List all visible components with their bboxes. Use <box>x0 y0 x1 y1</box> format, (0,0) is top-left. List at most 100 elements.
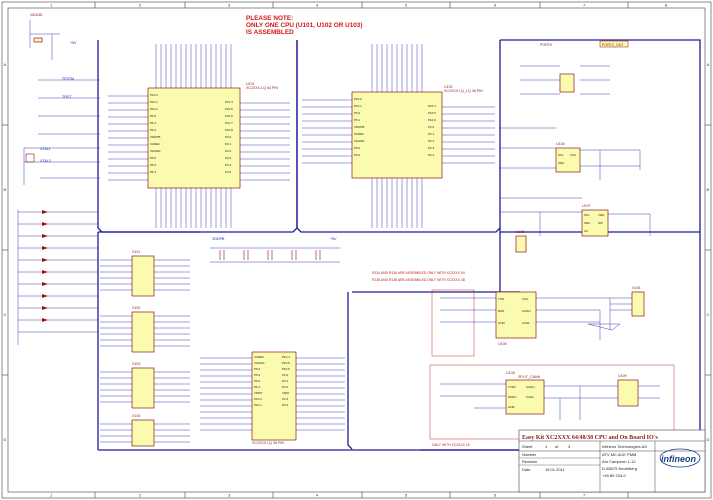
col-3: 3 <box>228 3 231 8</box>
u102-part: XC2XXX LQ_LQ 48 PIN <box>444 89 483 93</box>
u108-gnd: GND <box>508 405 516 409</box>
row-b-right: B <box>707 187 710 192</box>
xtal1-label: XTAL1 <box>40 147 51 151</box>
row-b: B <box>4 187 7 192</box>
company-name: Infineon Technologies AG <box>602 444 647 449</box>
svg-text:VAGND: VAGND <box>150 149 161 153</box>
col-2-bottom: 2 <box>139 493 142 498</box>
x102-ref: X102 <box>132 306 140 310</box>
svg-text:P10.5: P10.5 <box>225 107 233 111</box>
assembly-note-1: R134 AND R136 ARE ASSEMBLED ONLY WITH XC… <box>372 271 465 275</box>
svg-text:P6.0: P6.0 <box>150 114 157 118</box>
assembly-note-2: R135 AND R138 ARE ASSEMBLED ONLY WITH XC… <box>372 278 465 282</box>
trst-label: TRST <box>62 95 72 99</box>
p5v-label: +5V <box>70 41 77 45</box>
svg-text:P2.2: P2.2 <box>282 385 289 389</box>
x102-header: X102 <box>100 306 190 353</box>
revision-label: Revision <box>522 459 537 464</box>
svg-text:P10.0: P10.0 <box>354 97 362 101</box>
p5v-label-2: +5V <box>330 237 337 241</box>
svg-text:P6.2: P6.2 <box>150 128 157 132</box>
svg-text:P2.0: P2.0 <box>282 373 289 377</box>
svg-text:P2.3: P2.3 <box>428 146 435 150</box>
svg-text:P10.4: P10.4 <box>428 104 436 108</box>
u108-ref: U108 <box>506 371 515 375</box>
row-d-right: D <box>707 437 710 442</box>
x101-ref: X101 <box>132 250 140 254</box>
x104-header: X104 <box>100 414 190 447</box>
col-2: 2 <box>139 3 142 8</box>
svg-text:P2.4: P2.4 <box>282 403 289 407</box>
col-8: 8 <box>665 3 668 8</box>
u105-canl: CANL <box>522 321 530 325</box>
phone: +49 89 234-0 <box>602 473 626 478</box>
u108-rxdc: RXDC <box>508 395 517 399</box>
svg-text:P5.2: P5.2 <box>254 373 261 377</box>
u107-scl: SCL <box>584 213 590 217</box>
svg-text:P2.1: P2.1 <box>282 379 289 383</box>
u106-ref: U106 <box>556 142 565 146</box>
x103-ref: X103 <box>132 362 140 366</box>
u106-vcc: VCC <box>570 153 577 157</box>
svg-text:P2.0: P2.0 <box>225 135 232 139</box>
svg-text:P5.0: P5.0 <box>254 367 261 371</box>
row-d: D <box>4 437 7 442</box>
note-line-3: IS ASSEMBLED <box>246 29 294 36</box>
svg-text:P10.4: P10.4 <box>225 100 233 104</box>
u105-rxd: RXD <box>498 309 505 313</box>
svg-text:VDDPB: VDDPB <box>354 125 364 129</box>
vddpb-label: VDDPB <box>212 237 225 241</box>
right-upper-circuits: U106 SCL SDA VCC U107 SCL SDA A0 VDD WP <box>500 65 651 237</box>
svg-text:P6.1: P6.1 <box>150 121 157 125</box>
svg-text:P2.2: P2.2 <box>225 149 232 153</box>
u107-a0: A0 <box>584 229 588 233</box>
svg-text:P2.4: P2.4 <box>428 153 435 157</box>
port-out: PORT2_OUT PORT5 <box>540 40 629 48</box>
svg-text:P2.3: P2.3 <box>282 397 289 401</box>
col-6: 6 <box>494 3 497 8</box>
svg-text:P10.0: P10.0 <box>254 397 262 401</box>
port5-label: PORT5 <box>540 43 552 47</box>
infineon-logo: infineon <box>661 454 696 464</box>
u107-sda: SDA <box>584 221 590 225</box>
svg-text:P10.6: P10.6 <box>282 367 290 371</box>
svg-text:VAREF: VAREF <box>150 142 160 146</box>
svg-text:P10.6: P10.6 <box>428 118 436 122</box>
address-1: Am Campeon 1-12 <box>602 459 636 464</box>
note-line-1: PLEASE NOTE: <box>246 15 293 22</box>
u108-canh: CANH <box>526 385 535 389</box>
svg-text:P6.1: P6.1 <box>254 385 261 389</box>
svg-text:P10.2: P10.2 <box>150 107 158 111</box>
x105-header: X105 <box>515 230 527 253</box>
sheet-label: Sheet <box>522 444 533 449</box>
u108-txdc: TXDC <box>508 385 517 389</box>
svg-text:P10.0: P10.0 <box>150 93 158 97</box>
svg-text:P6.1: P6.1 <box>354 118 361 122</box>
sheet-number: 1 <box>545 444 548 449</box>
title-block: Easy Kit XC2XXX 64/48/38 CPU and On Boar… <box>518 429 706 493</box>
u102-cpu-48pin: U102 XC2XXX LQ_LQ 48 PIN P10.0P10.1P6.0 … <box>302 44 495 228</box>
col-5-bottom: 5 <box>405 493 408 498</box>
svg-text:P10.5: P10.5 <box>428 111 436 115</box>
svg-text:P5.0: P5.0 <box>150 156 157 160</box>
svg-text:VDDPB: VDDPB <box>150 135 160 139</box>
u108-canl: CANL <box>526 395 534 399</box>
col-3-bottom: 3 <box>228 493 231 498</box>
xtal2-label: XTAL2 <box>40 159 51 163</box>
u107-ref: U107 <box>582 204 591 208</box>
address-2: D-85579 Neubiberg <box>602 466 637 471</box>
svg-text:P2.5: P2.5 <box>225 170 232 174</box>
x106-ref: X106 <box>632 286 640 290</box>
sheet-total: 3 <box>568 444 571 449</box>
u108-part: SPLIT_CANH <box>518 375 541 379</box>
col-1-bottom: 1 <box>50 493 53 498</box>
col-7: 7 <box>583 3 586 8</box>
of-label: of <box>555 444 559 449</box>
u105-gnd: GND <box>498 321 506 325</box>
x106-header: X106 <box>610 286 645 317</box>
svg-text:P2.4: P2.4 <box>225 163 232 167</box>
svg-text:P10.6: P10.6 <box>225 114 233 118</box>
svg-text:P5.4: P5.4 <box>150 170 157 174</box>
